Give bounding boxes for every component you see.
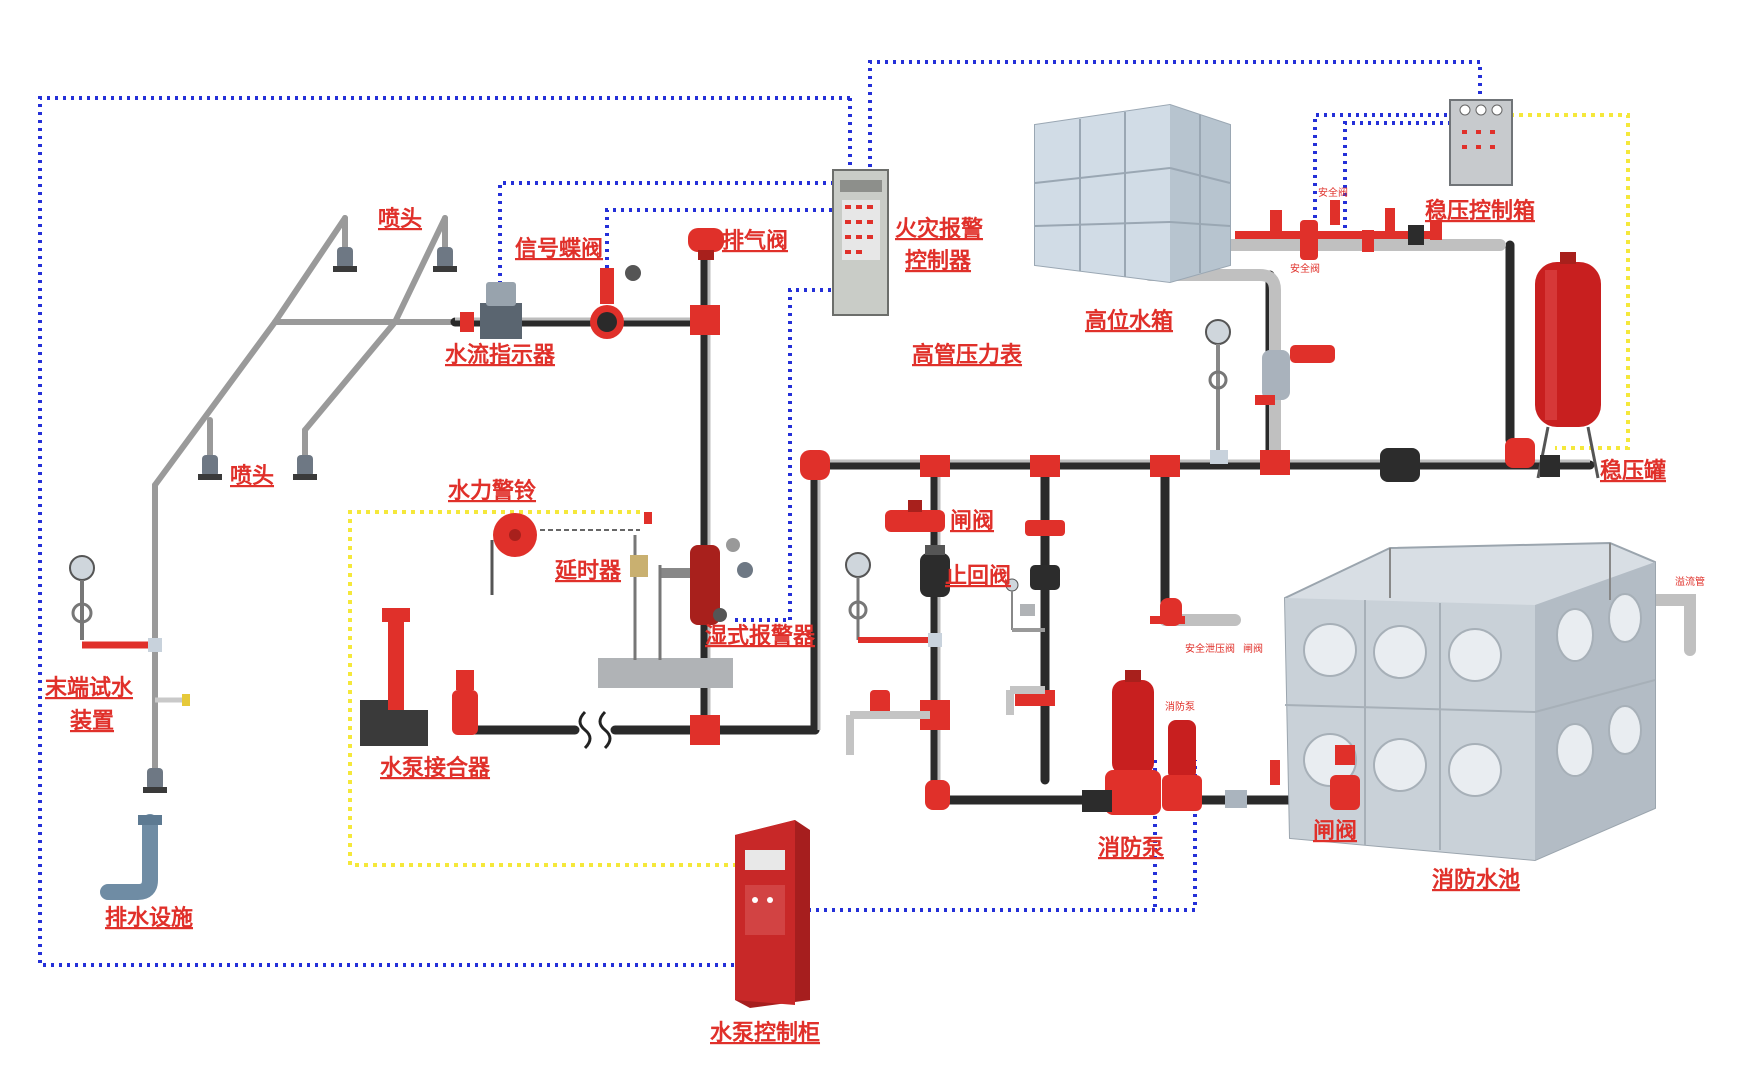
small-label-level-valve: 安全阀 (1290, 262, 1320, 275)
gate-valve (885, 500, 945, 532)
pump-suction-valves (1225, 745, 1360, 810)
drainage-pipe (100, 814, 162, 900)
sprinkler-branch-pipes (152, 215, 473, 773)
label-signal-butterfly-valve: 信号蝶阀 (515, 236, 603, 262)
label-delay-device: 延时器 (554, 559, 622, 584)
small-label-pump: 消防泵 (1165, 700, 1195, 713)
label-fire-alarm-controller-1: 火灾报警 (895, 216, 983, 242)
sprinkler-head (293, 455, 317, 480)
water-flow-indicator (480, 282, 522, 339)
exhaust-valve (688, 228, 724, 260)
fire-alarm-controller (832, 169, 889, 316)
small-label-safety-relief: 安全泄压阀 (1185, 642, 1235, 655)
label-fire-water-pool: 消防水池 (1432, 868, 1520, 893)
sprinkler-head (333, 247, 357, 272)
label-gate-valve: 闸阀 (950, 509, 994, 534)
fire-water-pool (1283, 541, 1656, 862)
pipe-fittings (360, 305, 1290, 810)
outlet-valves (846, 686, 1045, 755)
label-end-test-device-1: 末端试水 (45, 676, 134, 701)
label-wet-alarm-valve: 湿式报警器 (705, 624, 816, 649)
label-check-valve: 止回阀 (945, 564, 1011, 589)
stabilizer-pressure-tank (1505, 252, 1601, 479)
fire-pump (1162, 720, 1202, 811)
small-label-valve: 闸阀 (1243, 642, 1263, 655)
water-alarm-bell (490, 512, 652, 595)
small-label-safety-valve: 安全阀 (1318, 186, 1348, 199)
label-gate-valve-2: 闸阀 (1313, 819, 1357, 844)
label-sprinkler-head-lower: 喷头 (230, 464, 274, 489)
pipe-break-marks (578, 710, 612, 750)
high-tank-valves (1255, 200, 1442, 482)
sprinkler-head (433, 247, 457, 272)
label-sprinkler-head: 喷头 (378, 207, 422, 232)
label-water-alarm-bell: 水力警铃 (448, 478, 536, 504)
signal-butterfly-valve (590, 265, 641, 339)
pressure-gauge (845, 552, 942, 647)
sprinkler-head (143, 768, 167, 793)
label-end-test-device-2: 装置 (70, 709, 114, 734)
pump-adapter (382, 608, 478, 746)
high-water-tank (1034, 103, 1231, 284)
label-pump-control-cabinet: 水泵控制柜 (710, 1020, 820, 1046)
label-water-flow-indicator: 水流指示器 (445, 342, 556, 368)
check-valve (920, 545, 950, 597)
small-label-overflow: 溢流管 (1675, 575, 1705, 588)
end-test-device (69, 555, 190, 706)
pressure-gauge-small (1005, 578, 1045, 632)
pressure-gauge (1205, 319, 1231, 464)
wet-alarm-valve (598, 535, 753, 688)
diagram-labels: 喷头 信号蝶阀 排气阀 火灾报警 控制器 水流指示器 高管压力表 高位水箱 稳压… (45, 186, 1705, 1046)
pump-control-cabinet (735, 820, 810, 1008)
label-drainage: 排水设施 (105, 905, 193, 931)
label-stabilizer-control-box: 稳压控制箱 (1425, 198, 1535, 224)
label-pump-adapter: 水泵接合器 (380, 755, 491, 781)
label-fire-alarm-controller-2: 控制器 (905, 248, 972, 274)
gate-valve (1015, 520, 1065, 706)
sprinkler-head (198, 455, 222, 480)
label-fire-pump: 消防泵 (1098, 836, 1164, 861)
label-exhaust-valve: 排气阀 (722, 228, 788, 254)
stabilizer-control-box (1449, 99, 1513, 186)
label-high-water-tank: 高位水箱 (1085, 308, 1173, 334)
label-stabilizer-tank: 稳压罐 (1600, 458, 1666, 484)
label-high-pipe-pressure-gauge: 高管压力表 (912, 342, 1023, 368)
fire-pump (1082, 670, 1161, 815)
